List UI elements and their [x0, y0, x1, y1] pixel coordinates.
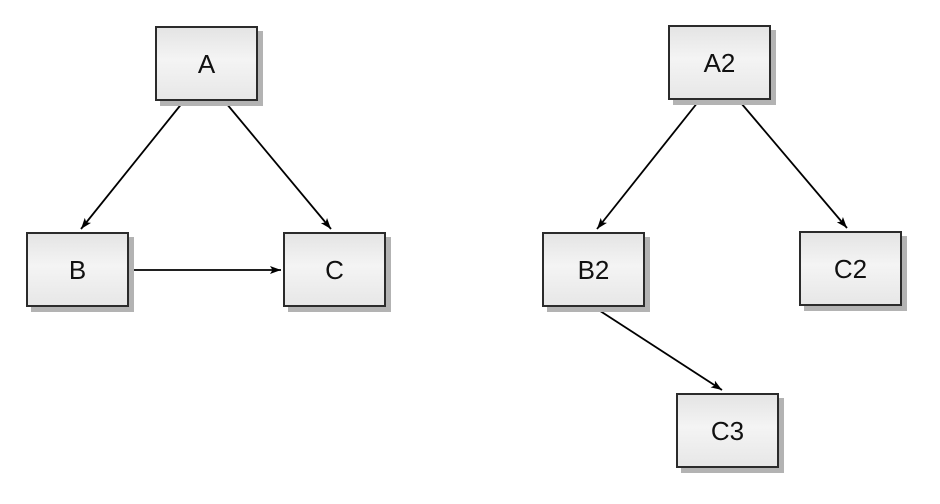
node-label: B — [68, 254, 87, 285]
node-label: A2 — [703, 47, 736, 78]
node-C: C — [283, 232, 386, 307]
node-A2: A2 — [668, 25, 771, 100]
edge-A-C — [225, 102, 332, 230]
node-label: A — [197, 48, 216, 79]
node-label: B2 — [577, 254, 610, 285]
node-B2: B2 — [542, 232, 645, 307]
edge-A-B — [80, 101, 184, 230]
node-label: C — [325, 254, 344, 285]
edge-B2-C3 — [593, 306, 723, 391]
edge-A2-C2 — [740, 102, 848, 229]
edge-A2-B2 — [596, 101, 699, 230]
node-C3: C3 — [676, 393, 779, 468]
node-label: C3 — [710, 415, 745, 446]
node-label: C2 — [833, 253, 868, 284]
node-A: A — [155, 26, 258, 101]
node-B: B — [26, 232, 129, 307]
node-C2: C2 — [799, 231, 902, 306]
